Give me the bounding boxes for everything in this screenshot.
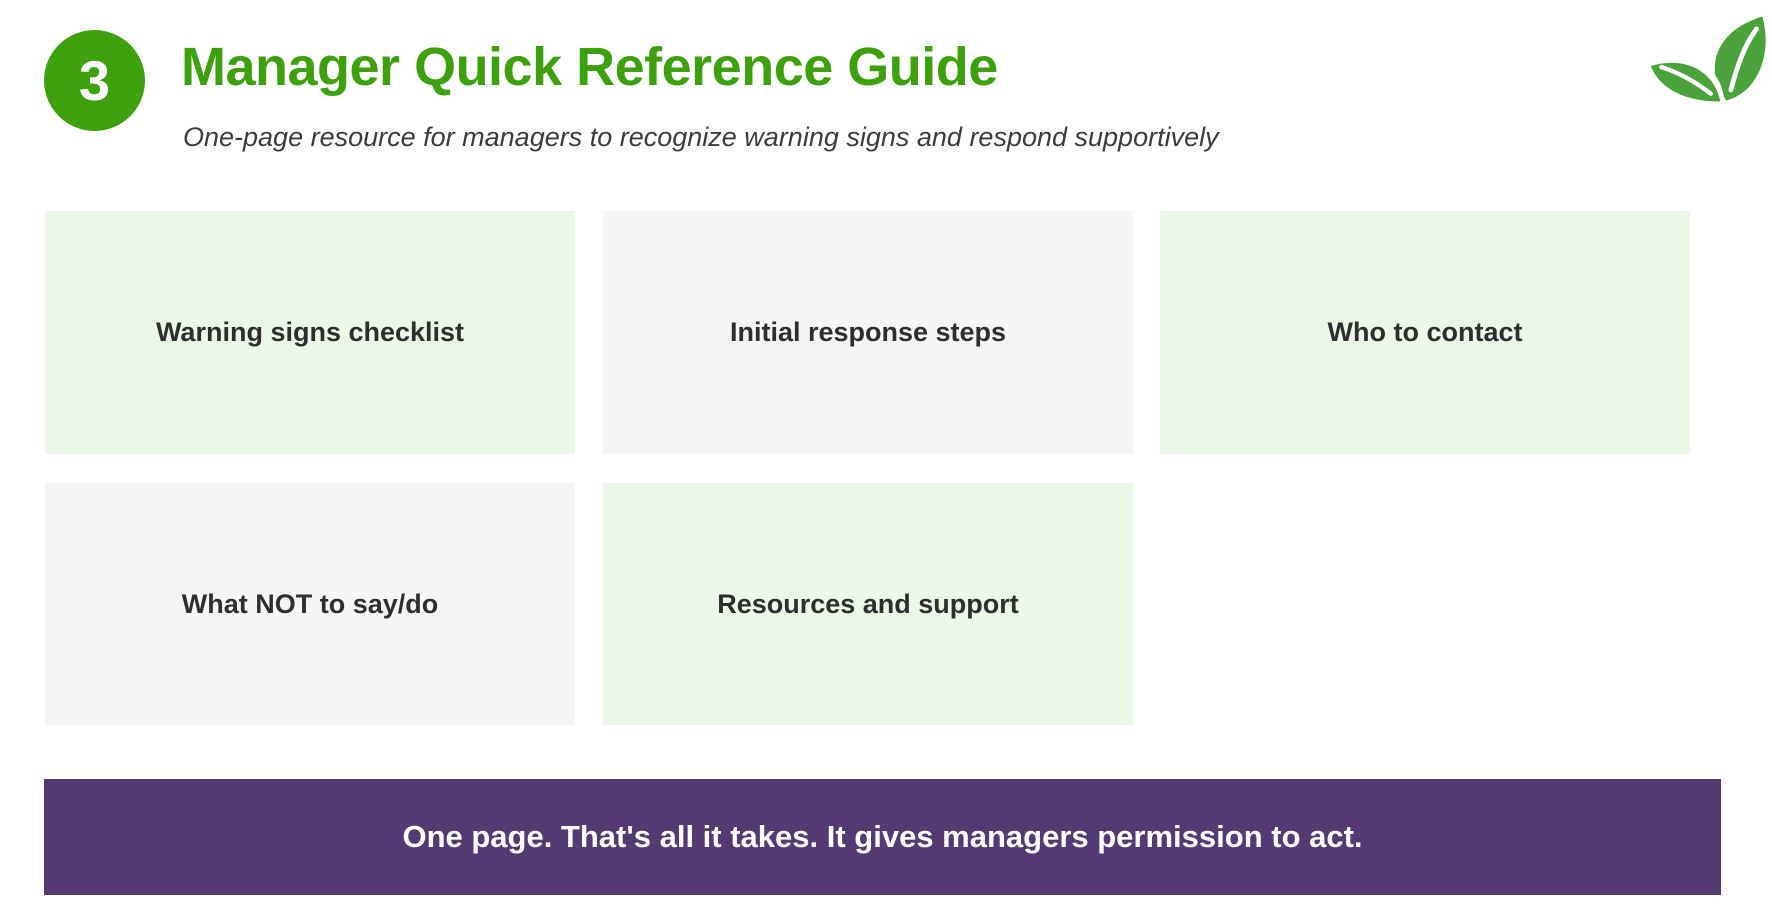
card-label: Who to contact bbox=[1327, 317, 1523, 347]
leaf-icon bbox=[1650, 16, 1766, 103]
page-title: Manager Quick Reference Guide bbox=[181, 37, 998, 97]
step-number: 3 bbox=[78, 49, 111, 112]
footer-banner: One page. That's all it takes. It gives … bbox=[44, 779, 1721, 895]
card-label: Initial response steps bbox=[729, 317, 1007, 347]
step-number-badge: 3 bbox=[44, 30, 145, 131]
card-label: What NOT to say/do bbox=[181, 588, 439, 619]
card-label: Warning signs checklist bbox=[155, 317, 465, 347]
card-resources-and-support: Resources and support bbox=[603, 483, 1133, 725]
card-what-not-to-say-do: What NOT to say/do bbox=[45, 483, 575, 725]
page-subtitle: One-page resource for managers to recogn… bbox=[183, 122, 1219, 152]
card-initial-response-steps: Initial response steps bbox=[603, 211, 1133, 454]
card-who-to-contact: Who to contact bbox=[1160, 211, 1690, 454]
card-warning-signs-checklist: Warning signs checklist bbox=[45, 211, 575, 454]
card-label: Resources and support bbox=[717, 588, 1019, 619]
banner-text: One page. That's all it takes. It gives … bbox=[402, 819, 1363, 854]
